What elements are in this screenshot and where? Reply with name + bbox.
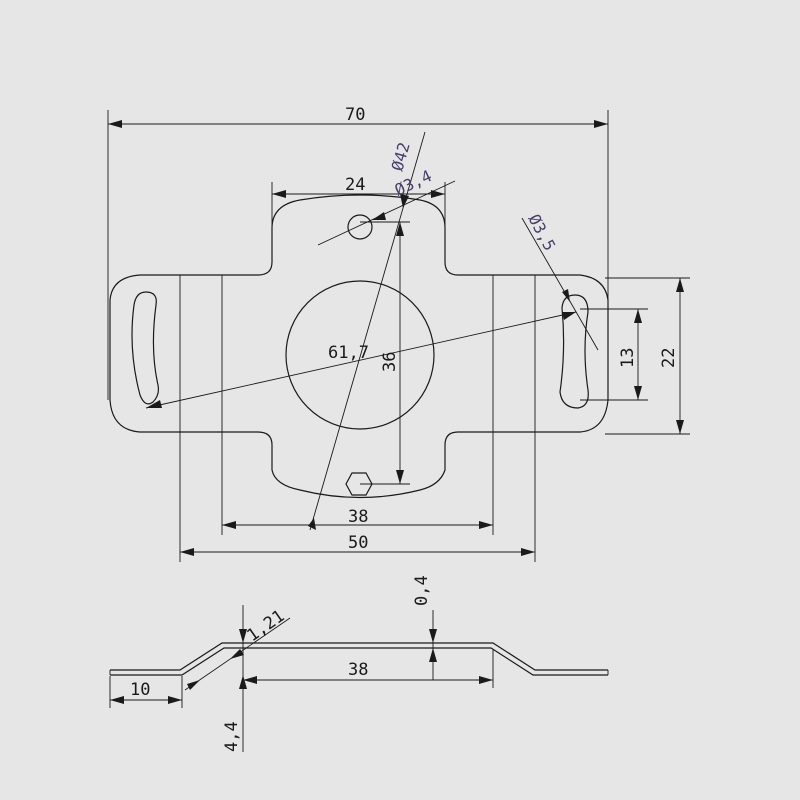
dim-thickness: [429, 610, 437, 680]
dim-38-inner-label: 38: [348, 507, 368, 527]
dim-radius: [184, 617, 291, 691]
dim-61-7-label: 61,7: [328, 343, 369, 363]
dim-4-4-label: 4,4: [222, 721, 242, 752]
dim-flange-length: [109, 676, 183, 708]
dim-circle-diameter-label: Ø42: [388, 140, 414, 173]
dim-outer-width: [179, 432, 536, 562]
dim-slot-diameter: [521, 217, 599, 351]
dim-0-4-label: 0,4: [412, 575, 432, 606]
dim-circle-diameter: [308, 131, 426, 531]
side-view-profile: [109, 642, 609, 676]
dim-hole-diameter: [317, 180, 456, 246]
dim-side-height: [605, 277, 690, 435]
dim-36-label: 36: [380, 352, 400, 372]
dim-height: [239, 605, 247, 752]
dim-flat-length: [243, 650, 494, 688]
left-slot: [131, 291, 160, 405]
dim-diagonal: [145, 311, 577, 409]
dim-24-label: 24: [345, 175, 365, 195]
dim-slot-length: [580, 308, 648, 401]
bottom-hex-hole: [345, 472, 373, 496]
dim-50-label: 50: [348, 533, 368, 553]
dim-1-21-label: 1,21: [243, 606, 288, 646]
dim-inner-width: [221, 432, 494, 535]
dim-slot-diameter-label: Ø3,5: [524, 211, 559, 254]
dim-22-label: 22: [659, 348, 679, 368]
dim-10-label: 10: [130, 680, 150, 700]
top-hole: [347, 214, 373, 240]
center-circle: [285, 280, 435, 430]
dim-overall-width: [107, 110, 609, 400]
dim-70-label: 70: [345, 105, 365, 125]
dim-38-side-label: 38: [348, 660, 368, 680]
right-slot: [559, 294, 589, 409]
dim-13-label: 13: [618, 348, 638, 368]
part-outline: [109, 194, 609, 499]
dim-center-top-width: [271, 182, 446, 228]
dim-vertical: [360, 221, 410, 485]
